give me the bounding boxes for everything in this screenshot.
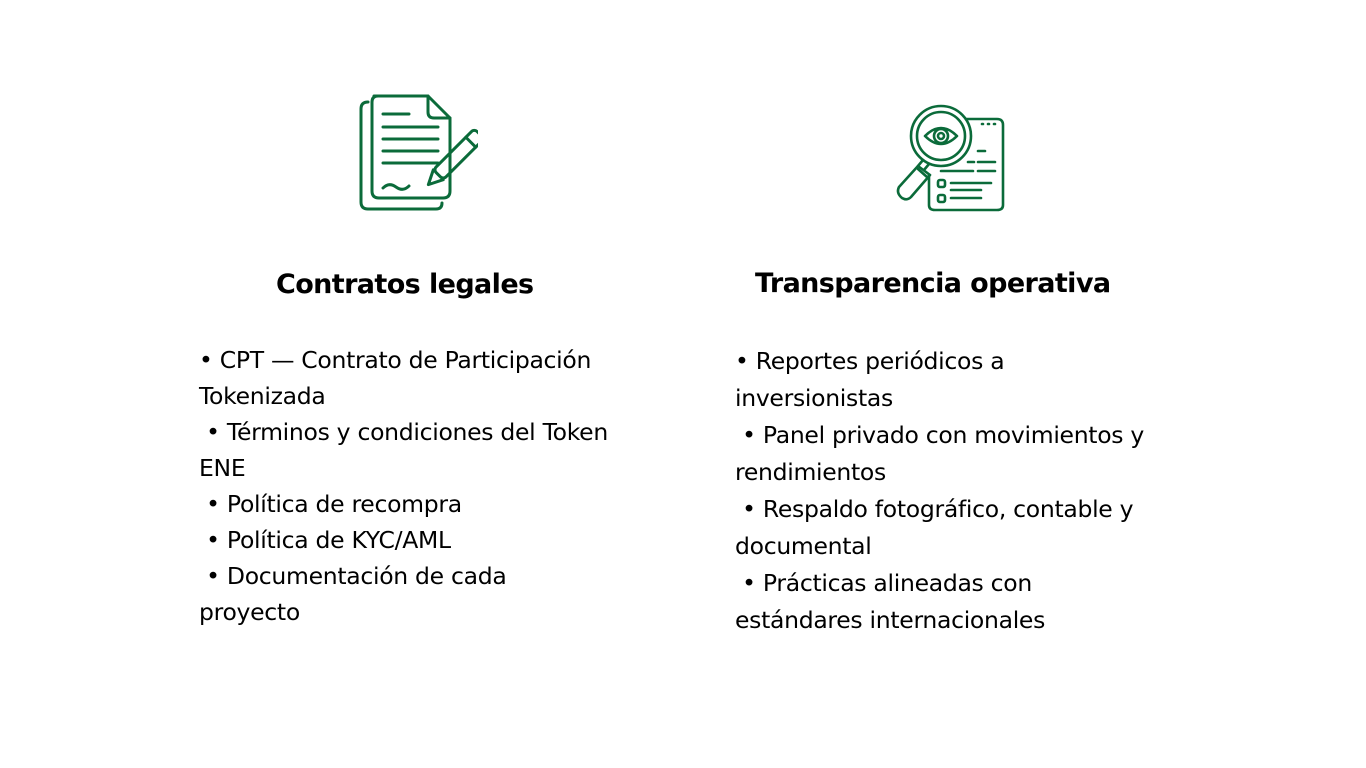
list-item: • CPT — Contrato de Participación Tokeni… (199, 346, 592, 410)
list-item: • Documentación de cada proyecto (199, 562, 507, 626)
contracts-list: • CPT — Contrato de Participación Tokeni… (199, 342, 609, 630)
list-item: • Política de recompra (199, 490, 462, 518)
transparency-heading: Transparencia operativa (755, 268, 1111, 299)
list-item: • Términos y condiciones del Token ENE (199, 418, 608, 482)
contract-signing-icon (356, 92, 478, 214)
magnifier-eye-document-icon (893, 101, 1008, 216)
transparency-list: • Reportes periódicos a inversionistas •… (735, 343, 1155, 639)
list-item: • Prácticas alineadas con estándares int… (735, 569, 1046, 634)
contracts-heading: Contratos legales (276, 269, 534, 300)
list-item: • Respaldo fotográfico, contable y docum… (735, 495, 1134, 560)
list-item: • Reportes periódicos a inversionistas (735, 347, 1005, 412)
list-item: • Política de KYC/AML (199, 526, 451, 554)
list-item: • Panel privado con movimientos y rendim… (735, 421, 1145, 486)
